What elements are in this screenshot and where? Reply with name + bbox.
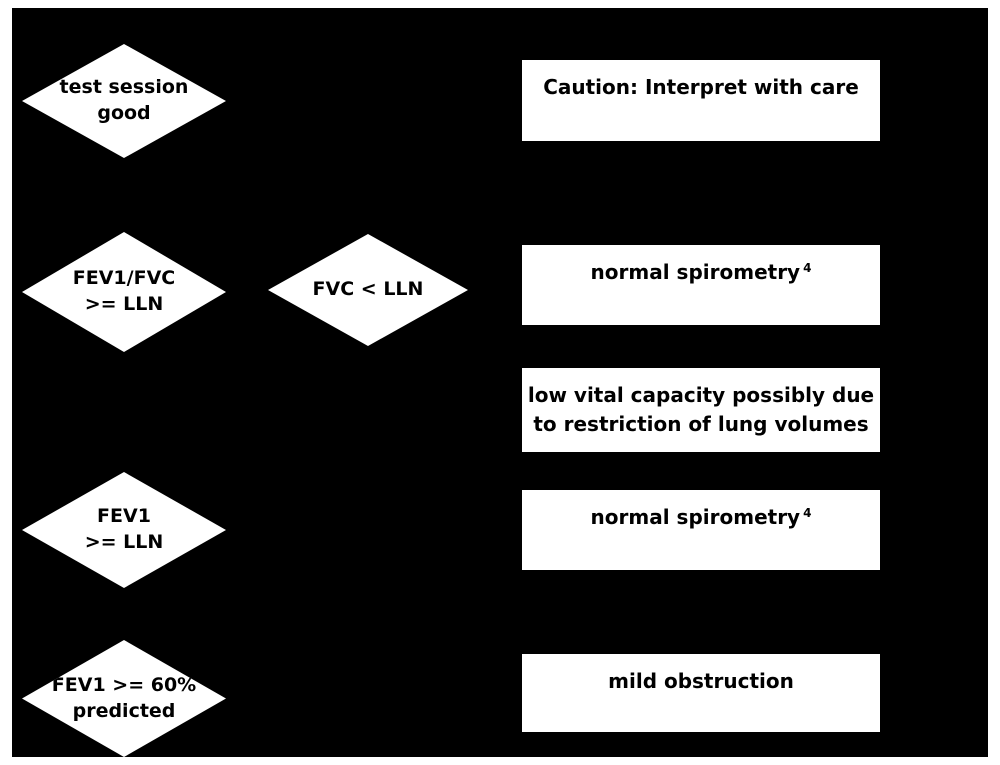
- decision-fev1-fvc-lln: FEV1/FVC >= LLN: [22, 232, 226, 352]
- outcome-label-line: low vital capacity possibly due: [527, 383, 875, 407]
- decision-label-line: predicted: [72, 699, 176, 722]
- decision-test-session-good: test session good: [22, 44, 226, 158]
- footnote-superscript: 4: [803, 506, 812, 520]
- flowchart-canvas: test session good FEV1/FVC >= LLN FVC < …: [12, 8, 988, 757]
- decision-fev1-lln: FEV1 >= LLN: [22, 472, 226, 588]
- outcome-label-line: to restriction of lung volumes: [533, 412, 869, 436]
- outcome-label: mild obstruction: [608, 669, 794, 693]
- decision-label-line: FEV1/FVC: [72, 267, 176, 290]
- decision-label-line: test session: [59, 76, 189, 99]
- decision-label-line: >= LLN: [84, 531, 164, 553]
- decision-label-line: FEV1 >= 60%: [51, 673, 197, 696]
- outcome-low-vital-capacity: low vital capacity possibly due to restr…: [522, 368, 880, 452]
- decision-label-line: good: [97, 102, 151, 124]
- outcome-mild-obstruction: mild obstruction: [522, 654, 880, 732]
- outcome-caution-interpret-with-care: Caution: Interpret with care: [522, 60, 880, 141]
- outcome-label: normal spirometry: [590, 505, 801, 529]
- decision-label-line: >= LLN: [84, 293, 164, 315]
- footnote-superscript: 4: [803, 261, 812, 275]
- outcome-label: normal spirometry: [590, 260, 801, 284]
- decision-fev1-60-predicted: FEV1 >= 60% predicted: [22, 640, 226, 757]
- decision-label-line: FVC < LLN: [312, 278, 424, 301]
- decision-label-line: FEV1: [97, 505, 151, 528]
- outcome-label: Caution: Interpret with care: [543, 75, 859, 99]
- decision-fvc-lln: FVC < LLN: [268, 234, 468, 346]
